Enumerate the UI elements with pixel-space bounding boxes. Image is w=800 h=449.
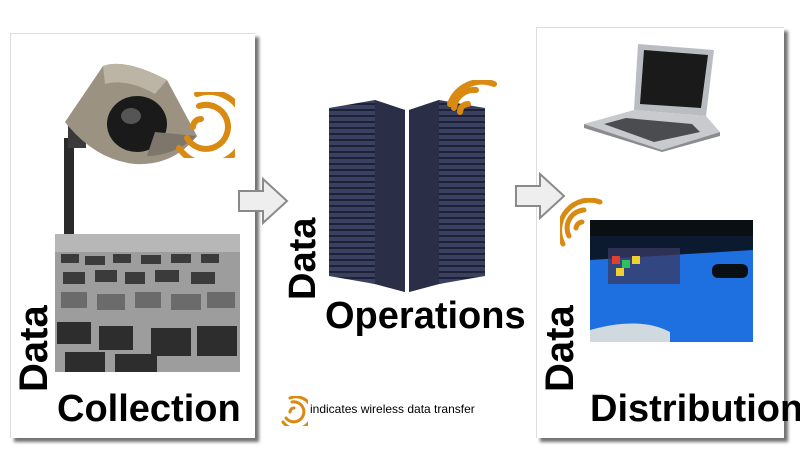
distribution-vertical-label: Data — [538, 305, 582, 392]
wireless-signal-icon — [446, 78, 508, 130]
server-rack-icon — [325, 100, 490, 292]
collection-vertical-label: Data — [12, 305, 56, 392]
wireless-signal-icon — [557, 197, 608, 250]
operations-vertical-label: Data — [282, 217, 324, 300]
collection-label: Collection — [57, 388, 241, 430]
laptop-icon — [582, 40, 722, 152]
operations-label: Operations — [325, 295, 526, 337]
distribution-label: Distribution — [590, 388, 800, 430]
car-display-photo — [590, 220, 753, 342]
arrow-right-icon — [514, 171, 566, 221]
wireless-signal-icon — [280, 395, 314, 431]
camera-icon — [55, 58, 235, 238]
wireless-signal-icon — [175, 89, 248, 167]
arrow-right-icon — [237, 176, 289, 226]
legend-text: indicates wireless data transfer — [310, 402, 475, 416]
parking-lot-photo — [55, 234, 240, 372]
